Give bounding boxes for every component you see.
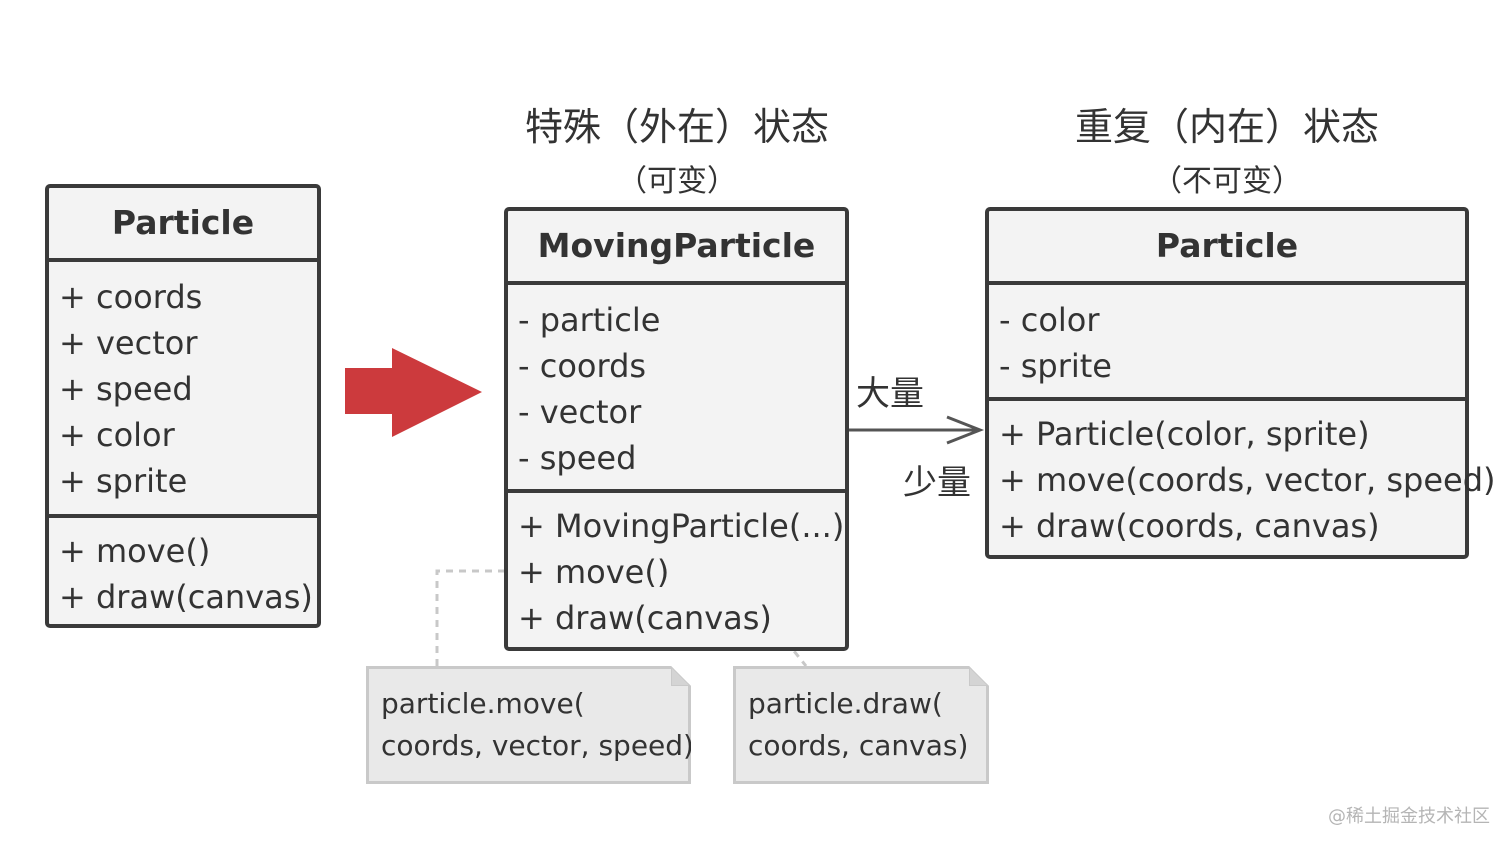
- field: - color: [999, 301, 1100, 339]
- methods-section: + MovingParticle(...) + move() + draw(ca…: [508, 493, 845, 641]
- note-move-connector: [435, 569, 507, 666]
- method: + draw(canvas): [59, 578, 313, 616]
- field: - particle: [518, 301, 661, 339]
- field: - coords: [518, 347, 647, 385]
- note-line: coords, canvas): [748, 729, 969, 762]
- method: + draw(canvas): [518, 599, 772, 637]
- note-move: particle.move( coords, vector, speed): [366, 666, 691, 784]
- note-draw: particle.draw( coords, canvas): [733, 666, 989, 784]
- field: - sprite: [999, 347, 1112, 385]
- method: + move(): [518, 553, 670, 591]
- method: + move(coords, vector, speed): [999, 461, 1496, 499]
- extrinsic-state-heading: 特殊（外在）状态: [524, 105, 829, 149]
- class-name: Particle: [49, 188, 317, 262]
- field: + speed: [59, 370, 193, 408]
- note-fold-icon: [969, 666, 989, 686]
- method: + draw(coords, canvas): [999, 507, 1380, 545]
- methods-section: + move() + draw(canvas): [49, 518, 317, 620]
- fields-section: + coords + vector + speed + color + spri…: [49, 262, 317, 518]
- field: + vector: [59, 324, 198, 362]
- class-name: MovingParticle: [508, 211, 845, 285]
- field: + sprite: [59, 462, 188, 500]
- fields-section: - particle - coords - vector - speed: [508, 285, 845, 493]
- note-line: particle.draw(: [748, 687, 943, 720]
- methods-section: + Particle(color, sprite) + move(coords,…: [989, 401, 1496, 549]
- particle-flyweight-class: Particle - color - sprite + Particle(col…: [985, 207, 1496, 559]
- field: - speed: [518, 439, 637, 477]
- moving-particle-class: MovingParticle - particle - coords - vec…: [504, 207, 849, 651]
- intrinsic-state-subheading: （不可变）: [1152, 164, 1302, 199]
- field: - vector: [518, 393, 642, 431]
- class-name: Particle: [989, 211, 1465, 285]
- association-arrowhead-icon: [946, 415, 985, 445]
- method: + MovingParticle(...): [518, 507, 845, 545]
- note-line: particle.move(: [381, 687, 585, 720]
- method: + Particle(color, sprite): [999, 415, 1370, 453]
- field: + coords: [59, 278, 203, 316]
- particle-class-original: Particle + coords + vector + speed + col…: [45, 184, 321, 628]
- method: + move(): [59, 532, 211, 570]
- source-multiplicity: 大量: [856, 374, 924, 414]
- note-line: coords, vector, speed): [381, 729, 694, 762]
- extrinsic-state-subheading: （可变）: [617, 164, 737, 199]
- fields-section: - color - sprite: [989, 285, 1465, 401]
- target-multiplicity: 少量: [903, 463, 971, 503]
- field: + color: [59, 416, 175, 454]
- watermark: @稀土掘金技术社区: [1328, 806, 1490, 827]
- intrinsic-state-heading: 重复（内在）状态: [1074, 105, 1379, 149]
- note-fold-icon: [671, 666, 691, 686]
- refactor-arrow-icon: [345, 348, 482, 437]
